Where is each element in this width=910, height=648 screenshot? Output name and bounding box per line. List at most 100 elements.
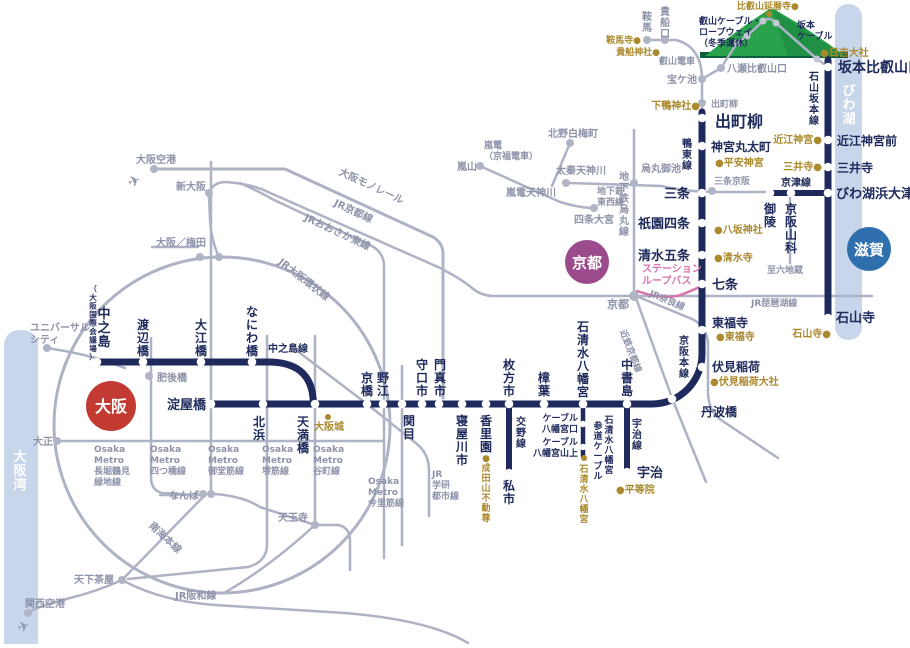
osaka-badge-label: 大阪 — [95, 397, 128, 416]
station-dot-sekime[interactable] — [397, 399, 407, 409]
label-kadomashi[interactable]: 門真市 — [434, 358, 446, 398]
label-sakamoto-hieizanguchi[interactable]: 坂本比叡山口 — [838, 59, 910, 76]
station-dot-moriguchishi[interactable] — [417, 399, 427, 409]
label-misasagi[interactable]: 御陵 — [763, 201, 777, 229]
area-badge-shiga[interactable]: 滋賀 — [847, 227, 891, 271]
station-dot-nakanoshima[interactable] — [92, 357, 102, 367]
label-shichijo[interactable]: 七条 — [712, 277, 739, 293]
label-biwako-hamaotsu[interactable]: びわ湖浜大津 — [836, 186, 910, 202]
label-ishiyamadera[interactable]: 石山寺 — [835, 310, 875, 326]
station-dot-kuzuha[interactable] — [539, 399, 549, 409]
station-dot-oebashi[interactable] — [196, 357, 206, 367]
station-dot-tambabashi[interactable] — [667, 394, 677, 404]
station-dot-noe[interactable] — [378, 399, 388, 409]
label-sanjo[interactable]: 三条 — [664, 186, 691, 202]
label-tambabashi[interactable]: 丹波橋 — [701, 404, 738, 419]
label-osaka-monorail: 大阪モノレール — [337, 165, 406, 206]
label-fushimi-inari[interactable]: 伏見稲荷 — [712, 359, 760, 374]
label-omi-jingu-mae[interactable]: 近江神宮前 — [837, 133, 897, 148]
station-dot-temmabashi[interactable] — [310, 399, 320, 409]
shrine-dot-osaka-castle — [325, 414, 331, 420]
label-uji[interactable]: 宇治 — [637, 465, 663, 481]
station-dot-neyagawashi[interactable] — [457, 399, 467, 409]
kansai-airport-line-path — [26, 578, 124, 615]
label-oebashi[interactable]: 大江橋 — [195, 317, 208, 358]
label-iwashimizu-hachimangu-station[interactable]: 石清水八幡宮 — [576, 320, 590, 399]
label-sekime[interactable]: 関目 — [403, 414, 415, 441]
station-dot-umeda-west — [196, 253, 204, 261]
station-dot-sakamoto-hieizanguchi[interactable] — [823, 62, 833, 72]
station-dot-ishiyamadera[interactable] — [823, 313, 833, 323]
label-kitahama[interactable]: 北浜 — [253, 414, 265, 442]
label-kyobashi[interactable]: 京橋 — [361, 370, 374, 398]
shiga-badge-circle[interactable] — [847, 227, 891, 271]
station-dot-hirakatashi[interactable] — [504, 399, 514, 409]
station-dot-uji[interactable] — [622, 467, 632, 477]
label-tofukuji[interactable]: 東福寺 — [712, 315, 748, 330]
station-dot-omi-jingu-mae[interactable] — [823, 135, 833, 145]
label-kuzuha[interactable]: 樟葉 — [537, 370, 551, 398]
station-dot-kitahama[interactable] — [258, 399, 268, 409]
station-dot-cable-hachimanguguchi[interactable] — [579, 420, 587, 428]
station-dot-kadomashi[interactable] — [434, 399, 444, 409]
station-dot-cable-hachimangusanjo[interactable] — [579, 443, 587, 451]
station-dot-osaka-airport — [150, 165, 158, 173]
cable-dot-4 — [772, 19, 780, 27]
label-demachiyanagi[interactable]: 出町柳 — [715, 112, 763, 131]
label-naniwabashi[interactable]: なにわ橋 — [246, 305, 259, 358]
label-korien[interactable]: 香里園 — [479, 413, 492, 454]
label-noe[interactable]: 野江 — [377, 371, 389, 398]
label-miidera[interactable]: 三井寺 — [837, 160, 873, 175]
area-badge-osaka[interactable]: 大阪 — [86, 381, 136, 431]
label-randen-tenjingawa: 嵐電天神川 — [506, 186, 556, 199]
label-gion-shijo[interactable]: 祇園四条 — [637, 216, 691, 232]
label-hirakatashi[interactable]: 枚方市 — [503, 357, 516, 398]
station-dot-iwashimizu-hachimangu[interactable] — [578, 399, 588, 409]
label-jingu-marutamachi[interactable]: 神宮丸太町 — [711, 139, 771, 154]
label-moriguchishi[interactable]: 守口市 — [416, 357, 428, 398]
label-kibuneguchi: 貴船口 — [660, 5, 670, 40]
keihan-main-line-path — [207, 108, 706, 408]
station-dot-naniwabashi[interactable] — [247, 357, 257, 367]
station-dot-korien[interactable] — [481, 399, 491, 409]
label-eizan-densha: 叡山電車 — [658, 55, 695, 67]
label-keihan-yamashina[interactable]: 京阪山科 — [785, 201, 798, 255]
label-cable-hachimangusanjo[interactable]: ケーブル八幡宮山上 — [532, 436, 578, 459]
label-nakanoshima[interactable]: 中之島 — [97, 306, 110, 350]
station-dot-misasagi[interactable] — [765, 188, 775, 198]
tennoji-east-path — [313, 523, 352, 572]
station-dot-fushimi-inari[interactable] — [697, 362, 707, 372]
station-dot-keihan-yamashina[interactable] — [786, 188, 796, 198]
station-dot-kisaichi[interactable] — [504, 468, 514, 478]
station-dot-miidera[interactable] — [823, 162, 833, 172]
label-kisaichi[interactable]: 私市 — [502, 478, 515, 506]
label-sando-cable-name-2: 参道ケーブル — [593, 420, 603, 482]
label-neyagawashi[interactable]: 寝屋川市 — [455, 413, 468, 467]
label-cable-hachimanguguchi[interactable]: ケーブル八幡宮口 — [541, 412, 578, 435]
label-naritasan-fudoson: ●成田山不動尊 — [481, 454, 490, 524]
area-badge-kyoto[interactable]: 京都 — [565, 240, 609, 284]
station-dot-jingu-marutamachi[interactable] — [697, 141, 707, 151]
station-dot-tofukuji[interactable] — [697, 325, 707, 335]
station-dot-chushojima[interactable] — [622, 399, 632, 409]
station-dot-watanabebashi[interactable] — [138, 357, 148, 367]
kyoto-badge-circle[interactable] — [565, 240, 609, 284]
station-dot-gion-shijo[interactable] — [697, 218, 707, 228]
station-dot-yodoyabashi[interactable] — [206, 399, 216, 409]
station-dot-demachiyanagi[interactable] — [697, 113, 707, 123]
osaka-badge-circle[interactable] — [86, 381, 136, 431]
label-temmabashi[interactable]: 天満橋 — [297, 415, 310, 455]
label-takaragaike: 宝ケ池 — [667, 73, 697, 86]
label-ishiyamadera-temple: 石山寺● — [791, 327, 831, 340]
label-yodoyabashi[interactable]: 淀屋橋 — [167, 397, 207, 413]
label-watanabebashi[interactable]: 渡辺橋 — [137, 317, 150, 358]
station-dot-kiyomizu-gojo[interactable] — [697, 250, 707, 260]
station-dot-shichijo[interactable] — [697, 279, 707, 289]
label-station-loop-bus: ステーションループバス — [642, 263, 702, 287]
label-kiyomizu-gojo[interactable]: 清水五条 — [638, 248, 691, 264]
station-dot-sanjo[interactable] — [697, 188, 707, 198]
station-dot-biwako-hamaotsu[interactable] — [823, 188, 833, 198]
station-dot-kyobashi[interactable] — [362, 399, 372, 409]
label-chushojima[interactable]: 中書島 — [621, 357, 633, 398]
